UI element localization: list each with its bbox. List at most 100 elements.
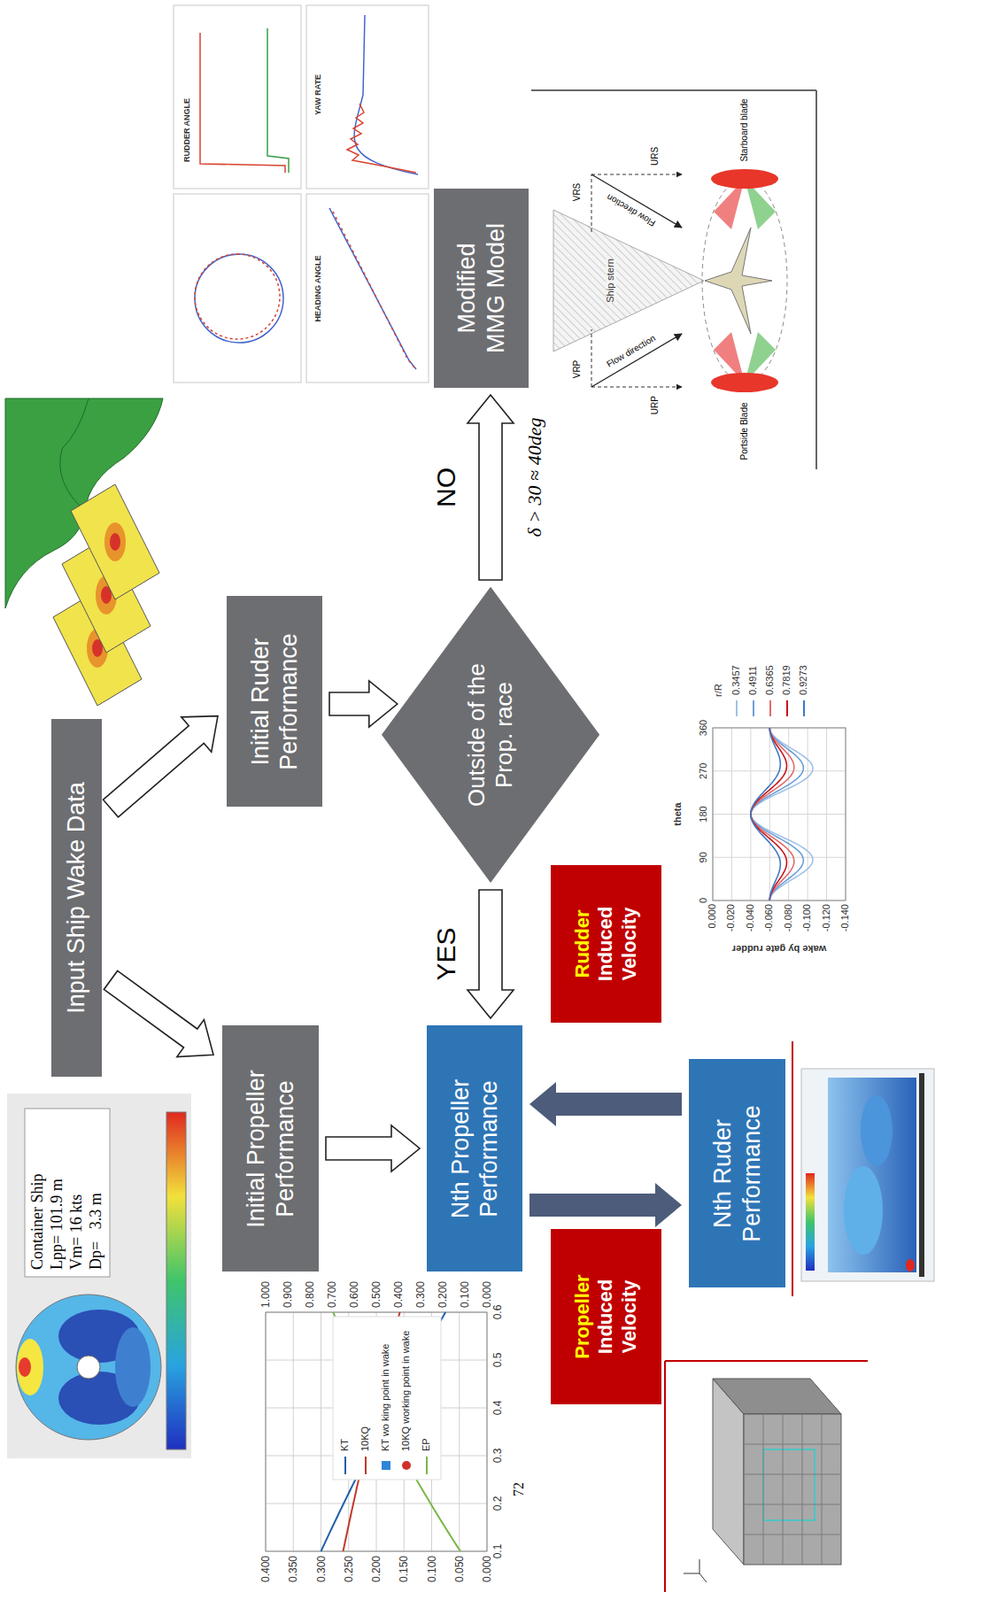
ship-data-text: Vm= 16 kts	[68, 1194, 86, 1270]
rudder-pressure-figure-part	[791, 1041, 794, 1297]
process-box: Initial Ruder Performance	[226, 596, 323, 808]
condition-label: δ > 30 ≈ 40deg	[524, 417, 545, 538]
legend-text: 0.3457	[731, 664, 742, 696]
legend-sample	[344, 1456, 347, 1475]
flow-arrow	[103, 970, 214, 1057]
axis-tick: 0.3	[492, 1448, 504, 1464]
mesh-domain-figure-part	[683, 1573, 700, 1575]
legend-text: KT wo king point in wake	[380, 1344, 392, 1452]
node-text: Propeller	[571, 1241, 595, 1392]
axis-tick: 0.1	[492, 1544, 504, 1560]
axis-tick: 0.900	[282, 1281, 294, 1308]
node-text-group: PropellerInduced Velocity	[571, 1241, 642, 1392]
flow-arrow	[329, 680, 398, 727]
axis-tick: 360	[698, 719, 710, 736]
axis-tick: 0.300	[415, 1281, 427, 1308]
legend-sample	[364, 1456, 367, 1475]
plot-frame	[712, 727, 846, 901]
ship-wake-render-part	[109, 533, 121, 551]
mesh-domain-figure-part	[743, 1414, 842, 1565]
open-water-chart	[265, 1312, 487, 1552]
legend-text: 0.9273	[798, 664, 810, 696]
axis-tick: 90	[698, 851, 710, 863]
axis-tick: 180	[698, 805, 710, 822]
mesh-line	[743, 1474, 842, 1476]
node-text-group: Initial Propeller Performance	[241, 1038, 300, 1260]
legend-text: EP	[421, 1437, 433, 1452]
mesh-domain-figure-part	[699, 1573, 707, 1583]
maneuver-plots-part	[306, 5, 429, 189]
decision-diamond: Outside of the Prop. race	[381, 587, 600, 883]
mesh-line	[743, 1504, 842, 1506]
axis-tick: -0.100	[802, 904, 813, 932]
maneuver-plots-part	[173, 193, 302, 383]
ship-wake-render-part	[104, 522, 126, 562]
maneuver-plots	[173, 5, 429, 383]
legend-sample	[752, 700, 755, 717]
node-text-group: Nth Propeller Performance	[446, 1038, 504, 1260]
axis-tick: 0.200	[437, 1281, 449, 1308]
part-label: Ship stern	[605, 258, 617, 303]
blade-flow-figure-part	[815, 90, 818, 470]
legend-text: KT	[340, 1438, 351, 1452]
axis-title: theta	[672, 802, 684, 826]
mesh-line	[743, 1444, 842, 1446]
axis-tick: 0.000	[481, 1281, 494, 1308]
node-text-group: RudderInduced Velocity	[571, 877, 642, 1011]
mesh-domain-figure	[664, 1360, 868, 1593]
process-box: Initial Propeller Performance	[222, 1026, 319, 1273]
axis-tick: 0.350	[287, 1555, 300, 1583]
axis-tick: 0	[698, 897, 710, 904]
axis-tick: -0.120	[821, 904, 833, 932]
wake-contour-figure-part	[166, 1112, 186, 1450]
node-text: Initial Ruder Performance	[246, 609, 304, 796]
maneuver-plots-part	[306, 193, 429, 383]
grid-line	[712, 813, 846, 815]
mesh-domain-figure-part	[664, 1360, 666, 1593]
grid-line	[458, 1312, 460, 1552]
axis-tick: -0.020	[726, 904, 738, 932]
wake-curve	[750, 727, 813, 901]
wake-curve	[750, 727, 788, 901]
rudder-pressure-figure-part	[843, 1166, 883, 1255]
gate-rudder-wake-chart	[712, 700, 846, 901]
mesh-line	[802, 1414, 804, 1565]
axis-title: wake by gate rudder	[732, 942, 827, 954]
maneuver-plots-part	[347, 103, 417, 173]
edge-label: NO	[432, 465, 461, 510]
axis-tick: 0.250	[342, 1555, 355, 1583]
ship-data-text: Container Ship	[29, 1174, 47, 1271]
node-text: Induced Velocity	[594, 1241, 642, 1392]
blade-flow-figure-part	[531, 89, 817, 92]
blade-flow-figure	[531, 90, 817, 470]
node-text-group: Input Ship Wake Data	[61, 781, 91, 1014]
wake-curve	[750, 727, 795, 901]
node-text-group: Initial Ruder Performance	[246, 609, 304, 796]
node-text-group: Outside of the Prop. race	[463, 646, 518, 824]
wake-contour-figure	[7, 1093, 192, 1459]
velocity-box: RudderInduced Velocity	[550, 865, 662, 1023]
node-text: Initial Propeller Performance	[241, 1038, 300, 1260]
node-text: Nth Propeller Performance	[446, 1038, 504, 1260]
node-text: Rudder	[571, 877, 595, 1011]
legend-sample	[401, 1460, 411, 1470]
legend-text: 0.7819	[781, 664, 793, 696]
vector-label: URS	[650, 146, 661, 166]
blade-flow-figure-part	[591, 386, 682, 388]
edge-label: YES	[432, 925, 461, 982]
axis-tick: 0.150	[398, 1555, 410, 1583]
node-text: Nth Ruder Performance	[708, 1072, 766, 1276]
rudder-pressure-figure-part	[827, 1077, 917, 1273]
grid-line	[265, 1503, 487, 1505]
blade-flow-figure-part	[591, 174, 682, 228]
wake-contour-figure-part	[77, 1355, 101, 1379]
rudder-pressure-figure-part	[860, 1095, 893, 1167]
axis-tick: 0.600	[348, 1281, 361, 1308]
mesh-domain-figure-part	[664, 1360, 868, 1362]
wake-contour-figure-part	[15, 1294, 162, 1440]
legend-sample	[803, 700, 805, 717]
axis-tick: 0.5	[492, 1352, 504, 1368]
blade-flow-figure-part	[704, 227, 773, 334]
plot-title: RUDDER ANGLE	[183, 98, 192, 163]
